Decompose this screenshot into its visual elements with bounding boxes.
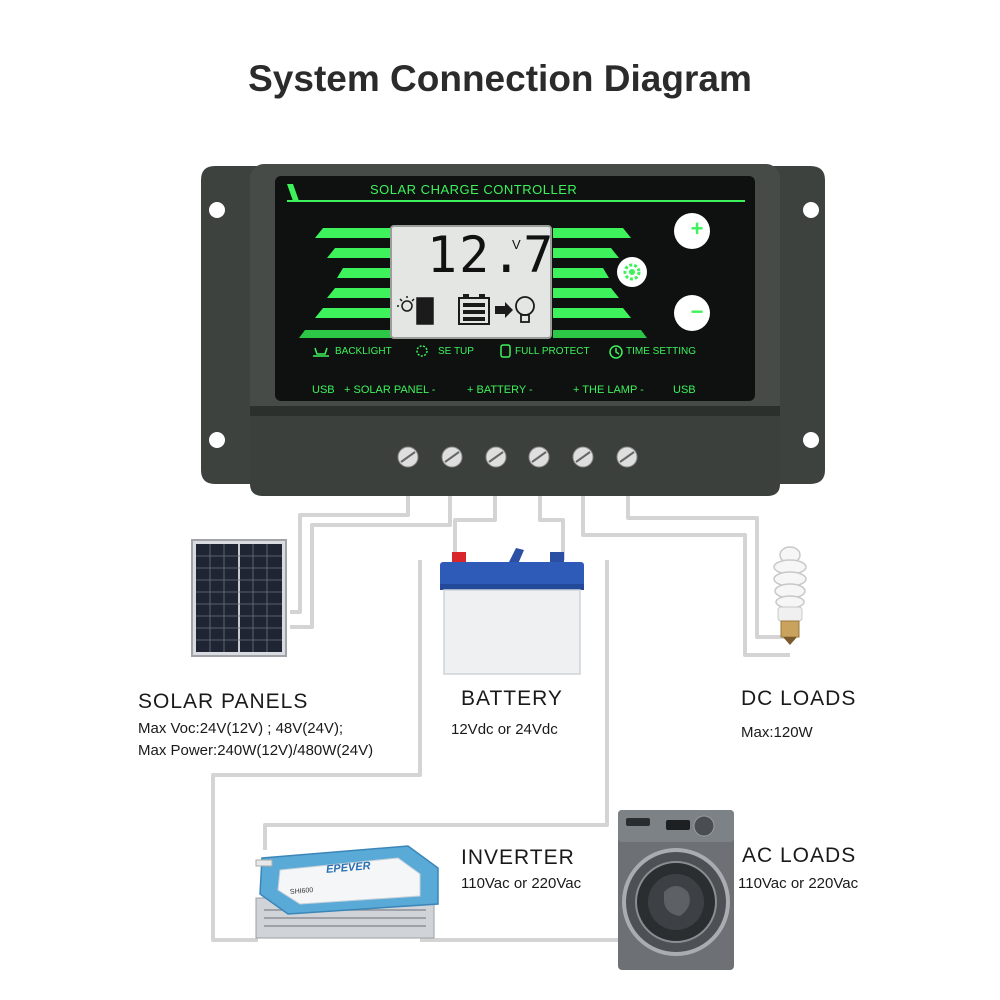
minus-button-label: − [690,299,704,324]
function-label-full-protect: FULL PROTECT [515,346,590,357]
port-label-usb-right: USB [673,384,696,396]
wire-solar-positive [290,470,410,614]
battery-spec: 12Vdc or 24Vdc [451,721,558,738]
battery-label: BATTERY [461,687,563,710]
port-label-the-lamp: + THE LAMP - [573,384,644,396]
backlight-icon [313,347,329,357]
ac-loads-spec: 110Vac or 220Vac [738,875,859,892]
minus-button [674,295,710,331]
terminal-screws [397,446,638,468]
controller-name: SOLAR CHARGE CONTROLLER [370,182,578,197]
terminal-screw-battery-negative [528,446,550,468]
inverter-image [255,845,439,939]
port-label-solar-panel: + SOLAR PANEL - [344,384,436,396]
terminal-screw-lamp-negative [616,446,638,468]
lcd-solar-icon [397,296,434,325]
solar-panels-power: Max Power:240W(12V)/480W(24V) [138,742,374,759]
lcd-battery-icon [458,294,490,325]
mount-hole-tr [803,202,819,218]
diagram-title: System Connection Diagram [248,58,752,99]
terminal-screw-solar-negative [441,446,463,468]
wire-lamp-positive [581,470,790,657]
inverter-label: INVERTER [461,846,575,869]
solar-panel-image [191,539,287,657]
terminal-screw-battery-positive [485,446,507,468]
terminal-screw-lamp-positive [572,446,594,468]
port-label-usb-left: USB [312,384,335,396]
function-label-setup: SE TUP [438,346,474,357]
solar-charge-controller [201,164,825,496]
solar-panels-label: SOLAR PANELS [138,690,309,713]
inverter-spec: 110Vac or 220Vac [461,875,582,892]
plus-button-label: + [690,216,704,241]
ac-loads-label: AC LOADS [742,844,857,867]
setup-icon [416,345,428,357]
dc-loads-label: DC LOADS [741,687,857,710]
mount-hole-br [803,432,819,448]
mount-hole-bl [209,432,225,448]
gear-icon [623,263,641,281]
wire-inverter-negative [263,560,609,850]
function-label-backlight: BACKLIGHT [335,346,392,357]
washing-machine-image [618,810,734,970]
wire-solar-negative [290,470,452,629]
solar-panels-voc: Max Voc:24V(12V) ; 48V(24V); [138,720,344,737]
program-dial [693,815,715,837]
mount-hole-tl [209,202,225,218]
port-label-battery: + BATTERY - [467,384,533,396]
lcd-bulb-icon [515,296,535,323]
dc-loads-spec: Max:120W [741,724,813,741]
terminal-screw-solar-positive [397,446,419,468]
full-protect-icon [500,344,511,358]
cfl-lamp-image [773,546,807,645]
wire-lamp-negative [626,470,785,639]
function-label-time-setting: TIME SETTING [626,346,696,357]
lcd-voltage-unit: V [512,237,521,252]
battery-image [440,548,584,675]
lcd-arrow-icon [495,302,513,318]
wire-inverter-positive [211,560,422,942]
lcd-voltage-reading: 12.7 [427,226,556,284]
time-setting-icon [609,345,623,359]
plus-button [674,213,710,249]
